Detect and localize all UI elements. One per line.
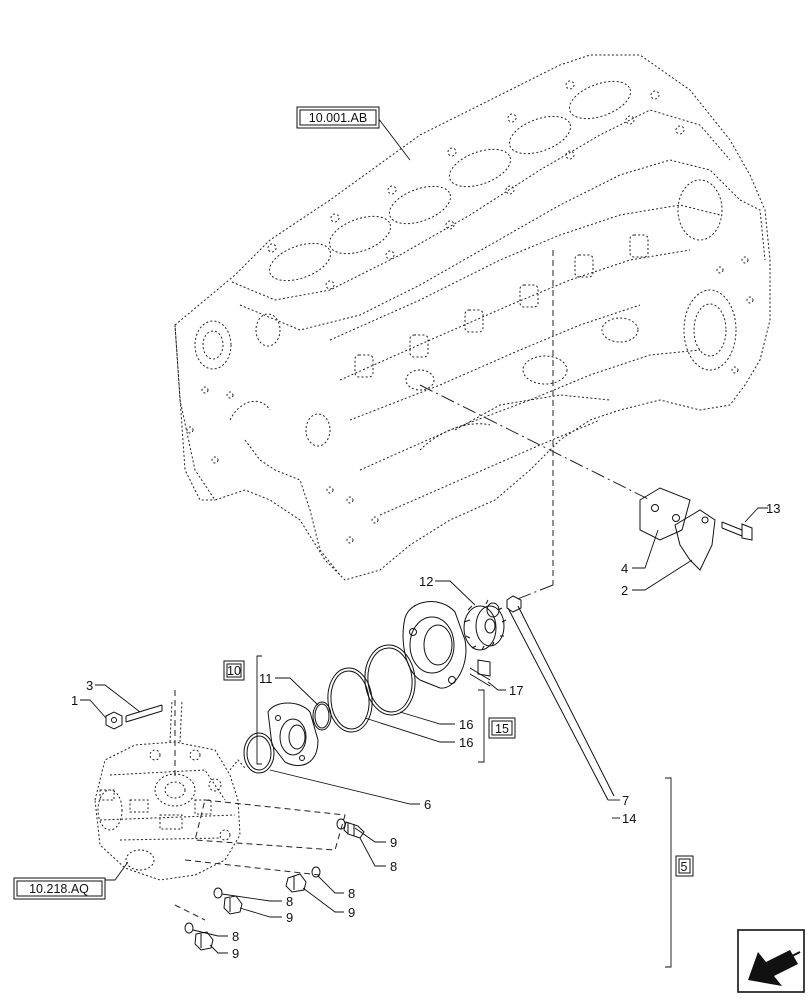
fuel-injection-pump bbox=[94, 699, 246, 881]
callout-11: 11 bbox=[259, 671, 273, 686]
callout-9c: 9 bbox=[286, 910, 293, 925]
fitting-9-upper bbox=[336, 818, 365, 839]
leader-lines bbox=[80, 117, 768, 968]
stud-3 bbox=[125, 704, 163, 723]
fitting-9-lower-b bbox=[184, 922, 214, 951]
assembly-centerlines bbox=[174, 250, 651, 921]
callout-13: 13 bbox=[766, 501, 780, 516]
o-ring-6 bbox=[243, 732, 275, 774]
callout-16b: 16 bbox=[459, 735, 473, 750]
callout-numbers: 13 4 2 12 17 11 16 16 6 7 14 3 1 9 8 8 9… bbox=[71, 501, 780, 961]
pump-flange-housing bbox=[402, 601, 467, 689]
ref-kit-15[interactable]: 15 bbox=[488, 717, 516, 739]
callout-3: 3 bbox=[86, 678, 93, 693]
adapter-flange-10 bbox=[267, 702, 319, 766]
ref-engine-block-label: 10.001.AB bbox=[309, 111, 367, 125]
callout-8d: 8 bbox=[232, 929, 239, 944]
callout-9a: 9 bbox=[390, 835, 397, 850]
o-ring-11 bbox=[312, 701, 332, 731]
arrow-navigation-icon[interactable] bbox=[737, 929, 805, 993]
o-rings-16 bbox=[327, 644, 416, 733]
ref-kit-5-label: 5 bbox=[681, 860, 688, 874]
bracket-plate bbox=[639, 487, 716, 571]
ref-fuel-pump-label: 10.218.AQ bbox=[29, 882, 89, 896]
engine-block-drawing bbox=[174, 54, 771, 581]
callout-9b: 9 bbox=[348, 905, 355, 920]
callout-17: 17 bbox=[509, 683, 523, 698]
fuel-pipe-7 bbox=[486, 595, 615, 801]
callout-8c: 8 bbox=[286, 894, 293, 909]
callout-2: 2 bbox=[621, 583, 628, 598]
ref-engine-block[interactable]: 10.001.AB bbox=[296, 106, 380, 129]
nut-1 bbox=[105, 711, 123, 730]
callout-8b: 8 bbox=[348, 886, 355, 901]
hex-bolt-17 bbox=[469, 659, 491, 687]
callout-14: 14 bbox=[622, 811, 636, 826]
callout-16a: 16 bbox=[459, 717, 473, 732]
hex-bolt-13 bbox=[721, 521, 753, 541]
callout-1: 1 bbox=[71, 693, 78, 708]
callout-8a: 8 bbox=[390, 859, 397, 874]
callout-9d: 9 bbox=[232, 946, 239, 961]
ref-kit-15-label: 15 bbox=[495, 722, 509, 736]
ref-kit-10-label: 10 bbox=[227, 664, 241, 678]
fitting-9-middle bbox=[285, 866, 321, 893]
ref-fuel-pump[interactable]: 10.218.AQ bbox=[13, 877, 106, 900]
callout-7: 7 bbox=[622, 793, 629, 808]
fitting-9-lower-a bbox=[213, 887, 243, 915]
callout-4: 4 bbox=[621, 561, 628, 576]
callout-6: 6 bbox=[424, 797, 431, 812]
drive-gear-12 bbox=[463, 599, 507, 651]
ref-kit-5[interactable]: 5 bbox=[675, 855, 694, 877]
callout-12: 12 bbox=[419, 574, 433, 589]
ref-kit-10[interactable]: 10 bbox=[223, 660, 245, 681]
